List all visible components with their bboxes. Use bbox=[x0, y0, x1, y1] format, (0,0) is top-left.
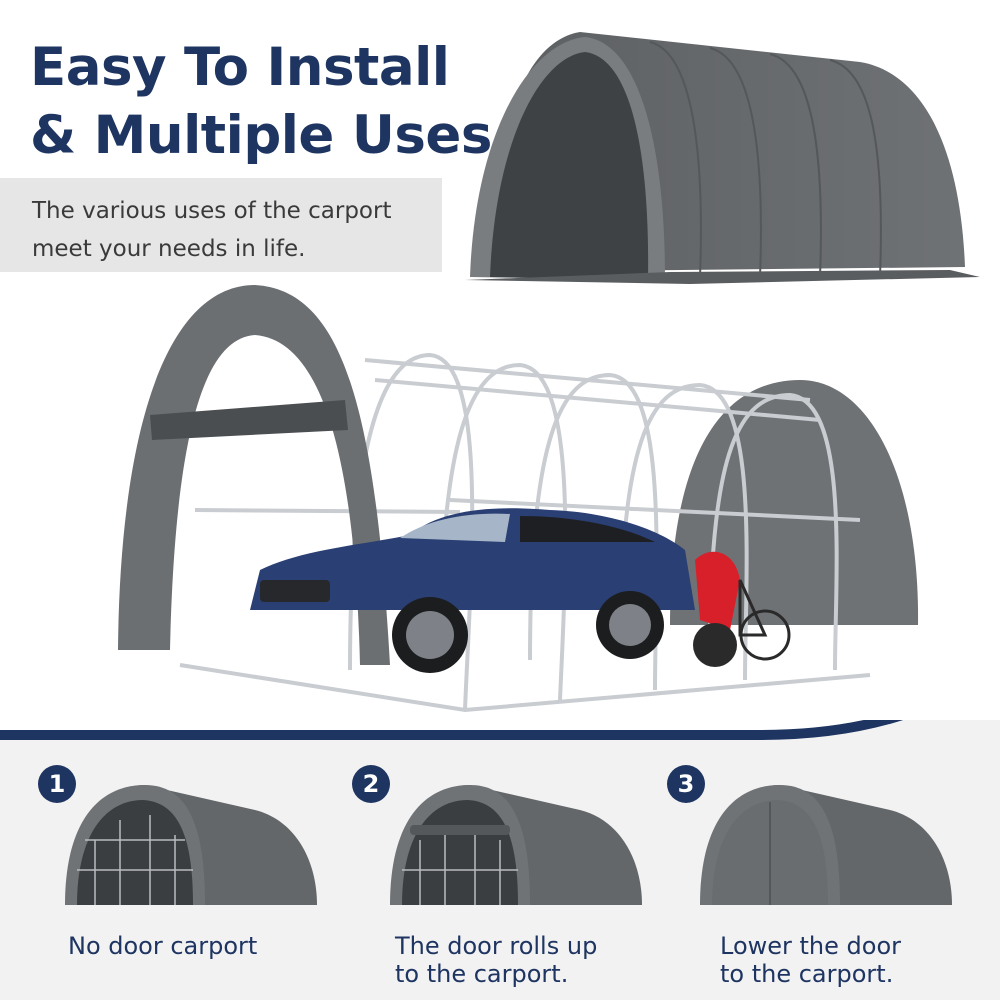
carport-door-lowered-illustration bbox=[700, 785, 952, 905]
intro-box: The various uses of the carport meet you… bbox=[0, 178, 442, 272]
step-caption-3-line-1: Lower the door bbox=[720, 932, 902, 960]
step-badge-2: 2 bbox=[352, 765, 390, 803]
headline-line-2: & Multiple Uses bbox=[30, 105, 492, 166]
intro-text: The various uses of the carport meet you… bbox=[0, 178, 442, 268]
carport-no-door-illustration bbox=[65, 785, 317, 905]
front-arch bbox=[118, 285, 390, 665]
step-caption-2: The door rolls up to the carport. bbox=[395, 932, 597, 988]
intro-text-line-1: The various uses of the carport bbox=[32, 198, 392, 224]
carport-closed-illustration bbox=[465, 32, 980, 284]
step-caption-1-line-1: No door carport bbox=[68, 932, 258, 960]
step-caption-3: Lower the door to the carport. bbox=[720, 932, 901, 988]
bicycle bbox=[738, 579, 791, 661]
step-caption-3-line-2: to the carport. bbox=[720, 960, 894, 988]
carport-door-rolled-illustration bbox=[390, 785, 642, 905]
intro-text-line-2: meet your needs in life. bbox=[32, 236, 306, 262]
step-caption-1: No door carport bbox=[68, 932, 257, 960]
carport-main-illustration bbox=[118, 285, 919, 713]
page-headline: Easy To Install & Multiple Uses bbox=[30, 34, 492, 170]
car bbox=[250, 508, 695, 673]
headline-line-1: Easy To Install bbox=[30, 37, 450, 98]
rolled-door bbox=[150, 400, 348, 440]
step-badge-1: 1 bbox=[38, 765, 76, 803]
step-badge-3: 3 bbox=[667, 765, 705, 803]
step-caption-2-line-1: The door rolls up bbox=[395, 932, 598, 960]
motorcycle bbox=[693, 551, 740, 667]
step-caption-2-line-2: to the carport. bbox=[395, 960, 569, 988]
